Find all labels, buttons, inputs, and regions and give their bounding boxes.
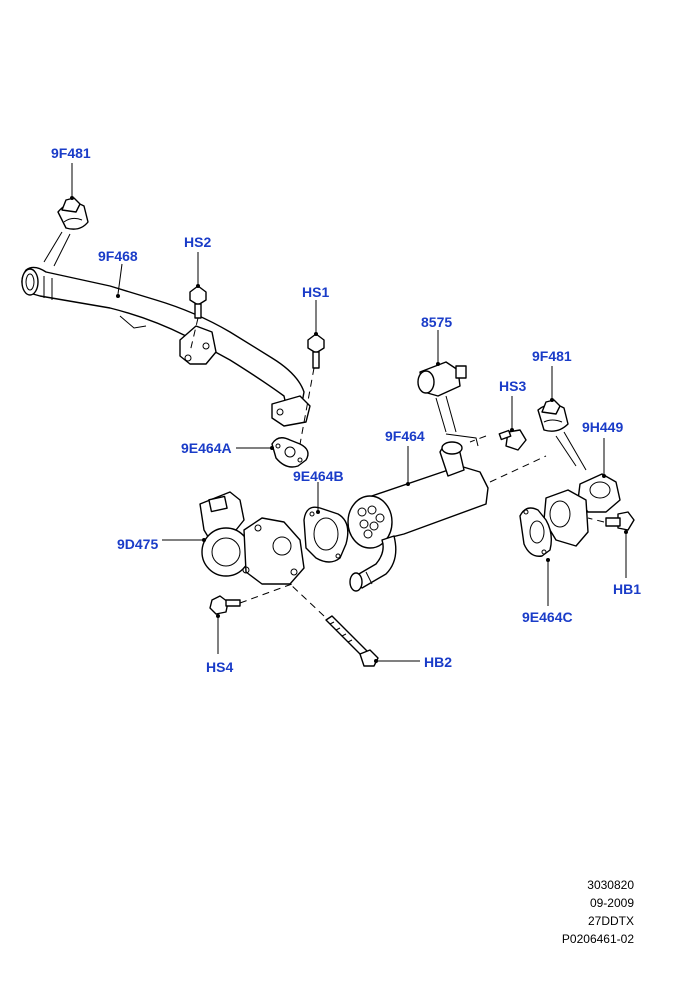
footer-ref-1: 3030820 [587, 878, 634, 892]
callout-9f481-top: 9F481 [51, 145, 91, 161]
callout-hb2: HB2 [424, 654, 452, 670]
callout-hs1: HS1 [302, 284, 329, 300]
hose-clamp-top [43, 163, 89, 267]
bolt-hb2 [289, 583, 420, 667]
bolt-hb1 [587, 511, 635, 578]
footer-ref-4: P0206461-02 [561, 932, 634, 946]
connector-9h449 [543, 438, 621, 547]
egr-pipe-upper [21, 263, 311, 427]
bolt-hs3 [469, 396, 527, 451]
callout-8575: 8575 [421, 314, 452, 330]
callout-hs2: HS2 [184, 234, 211, 250]
bolt-hs2 [189, 252, 207, 353]
callout-9e464c: 9E464C [522, 609, 573, 625]
egr-cooler-9f464 [347, 433, 547, 592]
hose-clamp-right [537, 366, 587, 471]
callout-9f481-right: 9F481 [532, 348, 572, 364]
bolt-hs1 [295, 300, 325, 467]
bolt-hs4 [209, 583, 293, 654]
gasket-9e464c [519, 507, 553, 606]
callout-9h449: 9H449 [582, 419, 623, 435]
gasket-9e464a [236, 437, 309, 468]
callout-hs4: HS4 [206, 659, 233, 675]
footer-ref-3: 27DDTX [587, 914, 634, 928]
footer-ref-2: 09-2009 [589, 896, 634, 910]
callout-9e464b: 9E464B [293, 468, 344, 484]
callout-9e464a: 9E464A [181, 440, 232, 456]
egr-valve-9d475 [162, 491, 305, 585]
callout-9f468: 9F468 [98, 248, 138, 264]
callout-9f464: 9F464 [385, 428, 425, 444]
callout-hs3: HS3 [499, 378, 526, 394]
callout-hb1: HB1 [613, 581, 641, 597]
solenoid-8575 [417, 330, 467, 433]
callout-9d475: 9D475 [117, 536, 158, 552]
gasket-9e464b [303, 482, 349, 563]
